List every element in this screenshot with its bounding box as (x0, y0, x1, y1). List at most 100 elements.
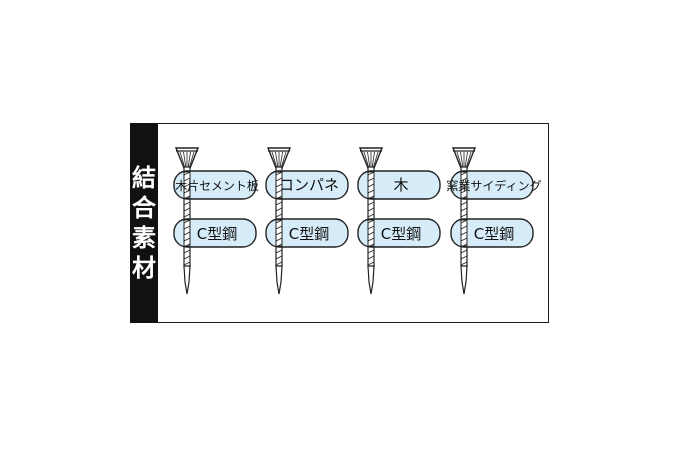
screw-thread (460, 249, 468, 254)
screw-thread (367, 201, 375, 206)
screw-head-rib (456, 151, 462, 168)
screw-thread (275, 255, 283, 260)
material-lower-label: C型鋼 (197, 225, 237, 243)
screw-thread (367, 189, 375, 194)
screw-head-rib (373, 151, 379, 168)
screw-thread (275, 249, 283, 254)
screw-column: 窯業サイディング C型鋼 (446, 147, 542, 295)
screw-thread (275, 207, 283, 212)
screw-head-rib (464, 151, 468, 168)
material-upper-label: 木片セメント板 (175, 179, 259, 193)
screw-thread (367, 219, 375, 224)
screw-thread (275, 237, 283, 242)
screw-head-rib (271, 151, 277, 168)
material-pill-upper (173, 170, 257, 200)
screw-head-rib (466, 151, 472, 168)
screw-column: コンパネ C型鋼 (265, 147, 349, 295)
screw-thread (460, 177, 468, 182)
screw-thread (367, 243, 375, 248)
material-lower-label: C型鋼 (381, 225, 421, 243)
screw-thread (460, 243, 468, 248)
screw-thread (460, 231, 468, 236)
screw-thread (367, 261, 375, 266)
side-label-char: 結 (132, 164, 156, 192)
screw-thread (183, 201, 191, 206)
screw-thread (275, 219, 283, 224)
screw-thread (183, 225, 191, 230)
screw-thread (275, 195, 283, 200)
material-upper-label: コンパネ (279, 176, 339, 194)
screw-thread (460, 207, 468, 212)
screw-head-rib (281, 151, 287, 168)
screw-head-rib (187, 151, 191, 168)
screw-head-rib (183, 151, 187, 168)
side-label: 結 合 素 材 (130, 123, 158, 323)
screw-thread (460, 255, 468, 260)
screw-thread (183, 261, 191, 266)
screw-thread (367, 237, 375, 242)
screw-thread (275, 261, 283, 266)
screw-thread (275, 225, 283, 230)
material-upper-label: 木 (393, 176, 408, 194)
screw-thread (183, 189, 191, 194)
screw-thread (367, 171, 375, 176)
material-pill-lower (265, 218, 349, 248)
material-pill-lower (173, 218, 257, 248)
screw-thread (275, 243, 283, 248)
screw-thread (367, 195, 375, 200)
material-pill-lower (357, 218, 441, 248)
side-label-char: 合 (132, 194, 156, 222)
screw-thread (367, 249, 375, 254)
material-lower-label: C型鋼 (474, 225, 514, 243)
screw-thread (183, 207, 191, 212)
screw-thread (460, 219, 468, 224)
screw-thread (183, 219, 191, 224)
screw-head-rib (367, 151, 371, 168)
screw-thread (183, 177, 191, 182)
screw-thread (183, 255, 191, 260)
material-pill-upper (357, 170, 441, 200)
screw-thread (183, 183, 191, 188)
side-label-char: 材 (132, 254, 156, 282)
screw-thread (183, 213, 191, 218)
material-pill-upper (265, 170, 349, 200)
screw-thread (183, 249, 191, 254)
screw-thread (460, 171, 468, 176)
screw-thread (460, 189, 468, 194)
screw-thread (367, 177, 375, 182)
screw-thread (275, 183, 283, 188)
screw-thread (460, 213, 468, 218)
screw-thread (367, 183, 375, 188)
screw-column: 木 C型鋼 (357, 147, 441, 295)
screw-tip (275, 265, 283, 295)
screw-tip (367, 265, 375, 295)
screw-thread (275, 231, 283, 236)
screw-head-rib (275, 151, 279, 168)
screw-thread (367, 225, 375, 230)
screw-head-rib (363, 151, 369, 168)
material-lower-label: C型鋼 (289, 225, 329, 243)
screw-thread (460, 261, 468, 266)
screw-thread (460, 183, 468, 188)
screw-thread (183, 171, 191, 176)
material-upper-label: 窯業サイディング (446, 178, 541, 193)
material-pill-upper (450, 170, 534, 200)
screw-head-rib (279, 151, 283, 168)
screw-thread (460, 237, 468, 242)
screw-thread (367, 207, 375, 212)
screw-head-rib (179, 151, 185, 168)
screw-thread (460, 225, 468, 230)
screw-thread (275, 201, 283, 206)
screw-thread (367, 255, 375, 260)
screw-thread (460, 195, 468, 200)
side-label-char: 素 (132, 224, 156, 252)
screw-tip (460, 265, 468, 295)
screw-thread (367, 213, 375, 218)
screw-tip (183, 265, 191, 295)
screw-thread (275, 177, 283, 182)
screw-head-rib (460, 151, 464, 168)
screw-head-rib (371, 151, 375, 168)
screw-head-rib (189, 151, 195, 168)
